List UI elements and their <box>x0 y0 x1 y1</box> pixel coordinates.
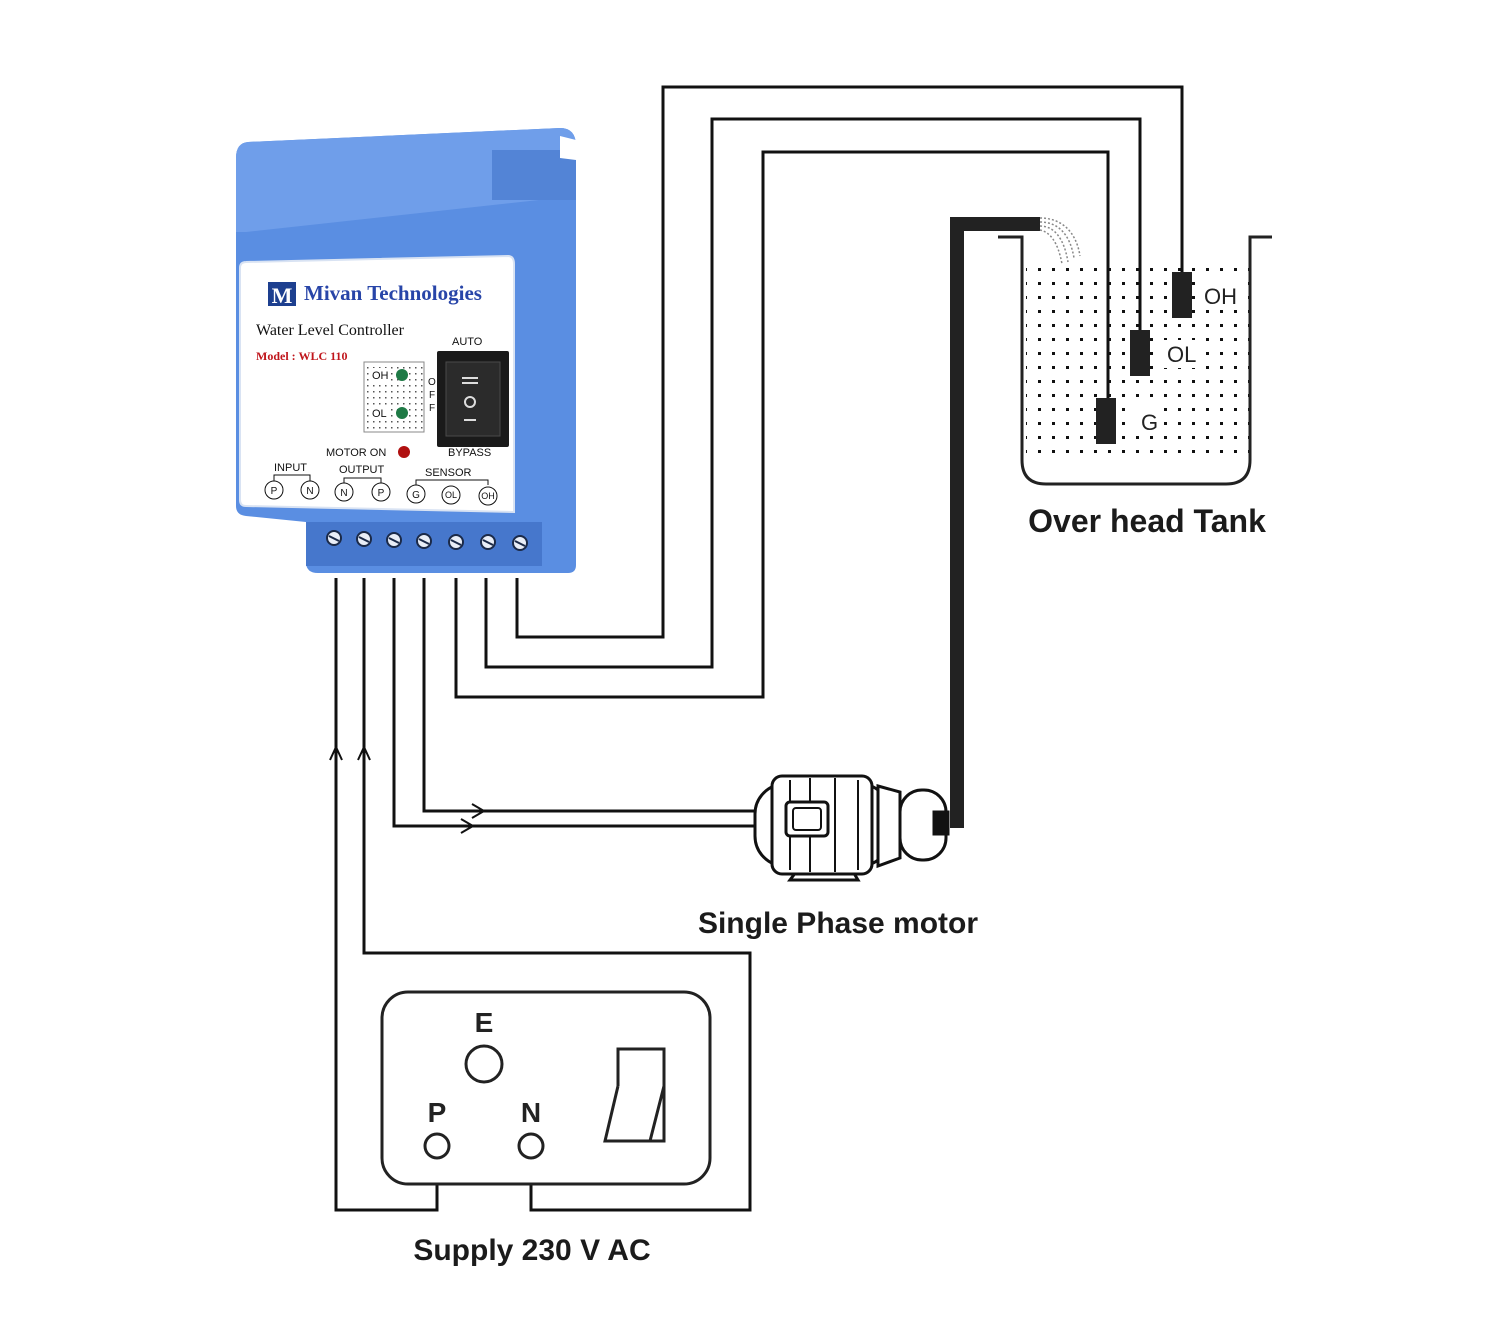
motor-wires <box>392 578 760 834</box>
water-stream <box>1039 217 1081 265</box>
socket-switch <box>603 1047 666 1143</box>
socket-label-earth: E <box>475 1007 494 1038</box>
probe-label-g: G <box>1141 410 1158 435</box>
group-label-output: OUTPUT <box>339 464 385 476</box>
terminal-label-input-n: N <box>306 486 313 497</box>
motor-caption: Single Phase motor <box>698 907 978 940</box>
terminal-label-sensor-ol: OL <box>445 490 457 500</box>
tank-outline <box>998 235 1272 486</box>
model-number: Model : WLC 110 <box>256 349 347 363</box>
probe-ol-label-bg <box>1162 340 1202 368</box>
probe-label-oh: OH <box>1204 284 1237 309</box>
tank-caption: Over head Tank <box>1028 503 1266 539</box>
group-label-input: INPUT <box>274 462 307 474</box>
off-letter-2: F <box>429 390 435 401</box>
arrow-input-n <box>357 744 371 761</box>
led-motor-on <box>398 446 410 458</box>
socket-label-neutral: N <box>521 1097 541 1128</box>
indicator-label-ol: OL <box>372 408 387 420</box>
neutral-pin <box>517 1132 545 1160</box>
off-letter-1: O <box>428 377 436 388</box>
probe-oh-label-bg <box>1200 282 1244 310</box>
terminal-label-input-p: P <box>271 486 278 497</box>
switch-label-auto: AUTO <box>452 336 483 348</box>
wire-input-n <box>362 578 752 1212</box>
terminal-label-output-n: N <box>340 488 347 499</box>
probe-label-ol: OL <box>1167 342 1196 367</box>
probe-ol <box>1130 330 1150 376</box>
socket-label-phase: P <box>428 1097 447 1128</box>
arrow-output-p <box>460 818 475 834</box>
terminal-labels: P N N P G OL OH <box>264 480 498 506</box>
delivery-pipe <box>950 217 1081 828</box>
group-label-sensor: SENSOR <box>425 467 472 479</box>
terminal-screws <box>326 530 528 551</box>
single-phase-motor: Single Phase motor <box>698 774 978 940</box>
supply-caption: Supply 230 V AC <box>413 1234 650 1267</box>
indicator-label-oh: OH <box>372 370 389 382</box>
overhead-tank: OH OL G Over head Tank <box>998 235 1272 539</box>
terminal-label-sensor-g: G <box>412 490 420 501</box>
probe-oh <box>1172 272 1192 318</box>
brand-name: Mivan Technologies <box>304 281 482 305</box>
led-ol <box>396 407 408 419</box>
brand-logo: M <box>268 282 296 308</box>
logo-letter: M <box>272 283 293 308</box>
mode-switch[interactable] <box>437 351 509 447</box>
group-brackets <box>273 474 489 485</box>
wire-ol <box>484 117 1142 669</box>
wire-output-p <box>392 578 760 828</box>
supply-socket: E P N Supply 230 V AC <box>380 990 712 1267</box>
pipe <box>950 217 1040 828</box>
wire-output-n <box>422 578 760 813</box>
water-level-controller: M Mivan Technologies Water Level Control… <box>236 128 576 573</box>
earth-pin <box>464 1044 504 1084</box>
wire-g <box>454 150 1110 699</box>
motor-endcap <box>876 784 902 869</box>
arrow-input-p <box>329 744 343 761</box>
terminal-label-sensor-oh: OH <box>481 491 495 501</box>
product-name: Water Level Controller <box>256 322 405 339</box>
off-letter-3: F <box>429 403 435 414</box>
led-oh <box>396 369 408 381</box>
arrow-output-n <box>471 803 486 819</box>
probe-g <box>1096 398 1116 444</box>
terminal-label-output-p: P <box>378 488 385 499</box>
motor-on-label: MOTOR ON <box>326 447 386 459</box>
phase-pin <box>423 1132 451 1160</box>
wire-oh <box>515 85 1184 639</box>
sensor-wires <box>454 85 1184 699</box>
switch-label-bypass: BYPASS <box>448 447 491 459</box>
probe-g-label-bg <box>1136 408 1164 436</box>
pump-outlet <box>932 810 950 836</box>
